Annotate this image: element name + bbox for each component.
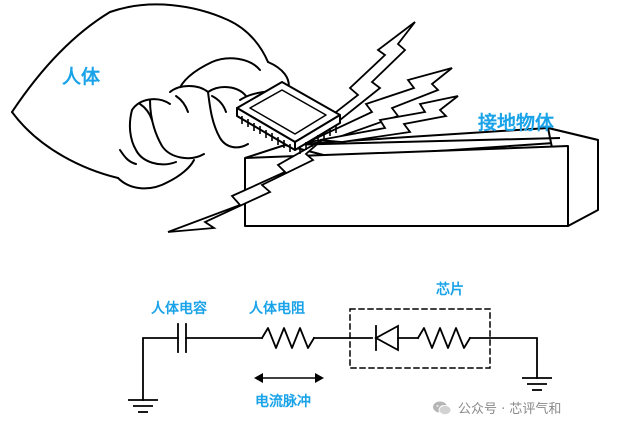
- body-capacitance-label: 人体电容: [151, 301, 207, 317]
- human-body-label: 人体: [62, 66, 101, 88]
- current-pulse-label: 电流脉冲: [255, 394, 311, 410]
- lightning-bolt-right: [319, 95, 459, 143]
- lightning-bolt-upper-1: [299, 21, 416, 141]
- grounded-object-box: [244, 127, 599, 227]
- wire-left: [142, 337, 179, 401]
- lightning-bolts: [167, 21, 459, 233]
- current-pulse-arrow: [254, 373, 324, 383]
- lightning-bolt-lower: [167, 139, 323, 233]
- body-resistance-label: 人体电阻: [249, 301, 305, 317]
- ground-symbol-left: [128, 399, 158, 413]
- watermark-text: 公众号 · 芯评气和: [458, 402, 562, 417]
- diode: [374, 324, 399, 352]
- hand: [11, 3, 290, 190]
- circuit-schematic: [142, 308, 538, 401]
- watermark: 公众号 · 芯评气和: [432, 398, 561, 417]
- body-resistor: [260, 327, 316, 349]
- chip-illustration: [236, 81, 341, 154]
- chip-label: 芯片: [436, 282, 464, 298]
- wechat-icon: [433, 401, 452, 415]
- chip-boundary-box: [349, 308, 491, 369]
- wire-right: [469, 337, 538, 379]
- chip-resistor: [416, 327, 472, 349]
- grounded-object-label: 接地物体: [478, 112, 555, 134]
- ground-symbol-right: [522, 377, 552, 391]
